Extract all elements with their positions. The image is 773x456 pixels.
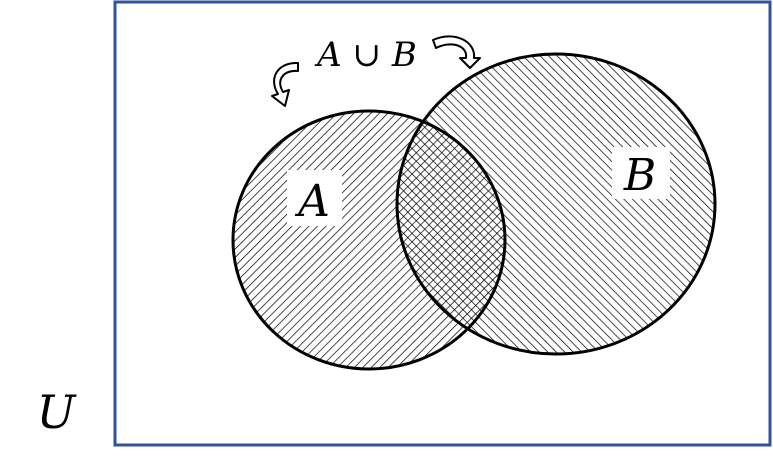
curved-arrow-left-icon: [271, 61, 299, 107]
set-a-label: A: [294, 176, 330, 227]
curved-arrow-right-icon: [432, 35, 481, 69]
universe-label: U: [37, 385, 78, 439]
set-b-label: B: [623, 150, 656, 201]
set-b-outline: [395, 52, 717, 356]
union-label: A ∪ B: [314, 35, 417, 75]
set-a-label-box: [287, 170, 342, 226]
set-b-label-box: [612, 147, 670, 199]
set-a-outline: [231, 109, 507, 371]
